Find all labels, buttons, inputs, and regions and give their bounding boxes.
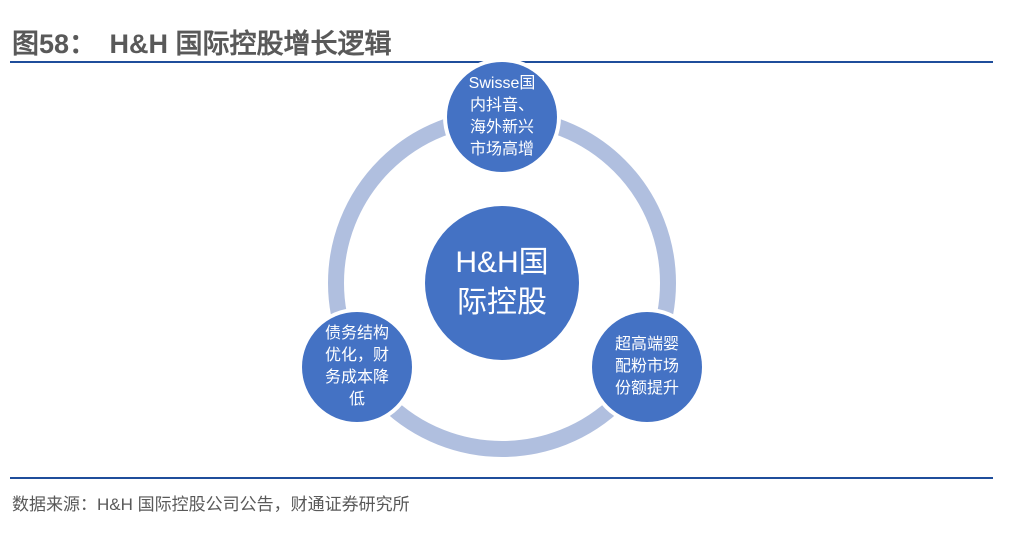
source-note: 数据来源：H&H 国际控股公司公告，财通证券研究所 (12, 495, 410, 514)
center-node-label: H&H国际控股 (455, 246, 549, 319)
bottom-left-node: 债务结构优化，财务成本降低 (302, 312, 412, 422)
center-node: H&H国际控股 (425, 206, 579, 360)
source-divider (10, 477, 993, 479)
figure-title: 图58： H&H 国际控股增长逻辑 (12, 29, 392, 59)
bottom-left-node-label: 债务结构优化，财务成本降低 (324, 325, 389, 408)
bottom-right-node-label: 超高端婴配粉市场份额提升 (614, 336, 679, 397)
top-node-label: Swisse国内抖音、海外新兴市场高增 (468, 75, 536, 158)
bottom-right-node: 超高端婴配粉市场份额提升 (592, 312, 702, 422)
top-node: Swisse国内抖音、海外新兴市场高增 (447, 62, 557, 172)
